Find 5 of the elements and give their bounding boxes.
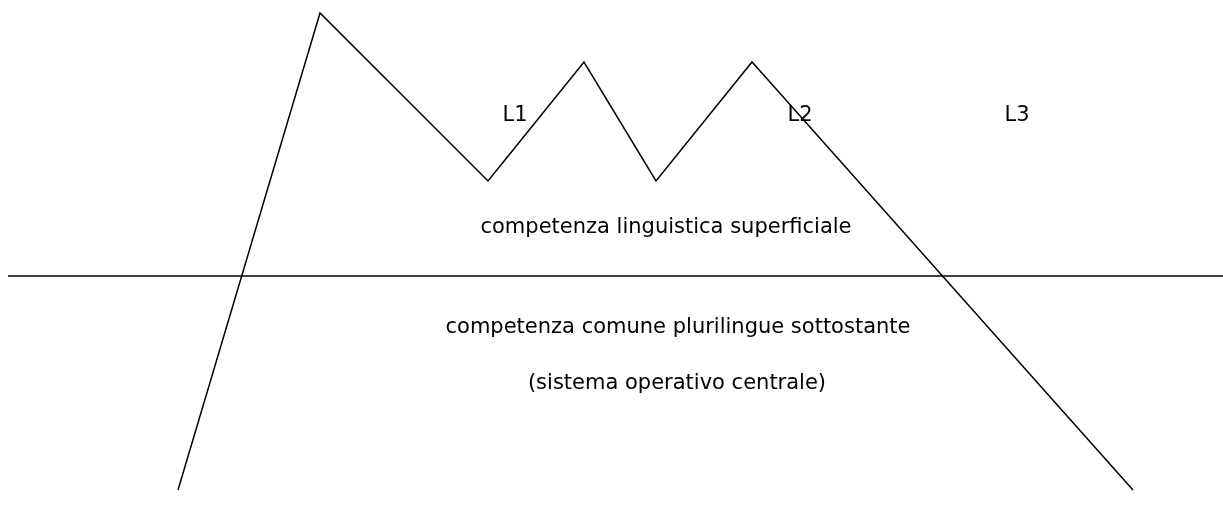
language-label: L1: [502, 102, 528, 126]
surface-level-label: competenza linguistica superficiale: [480, 214, 852, 238]
underlying-level-label: competenza comune plurilingue sottostante: [445, 314, 911, 338]
language-label: L3: [1004, 102, 1030, 126]
underlying-level-label: (sistema operativo centrale): [527, 370, 827, 394]
